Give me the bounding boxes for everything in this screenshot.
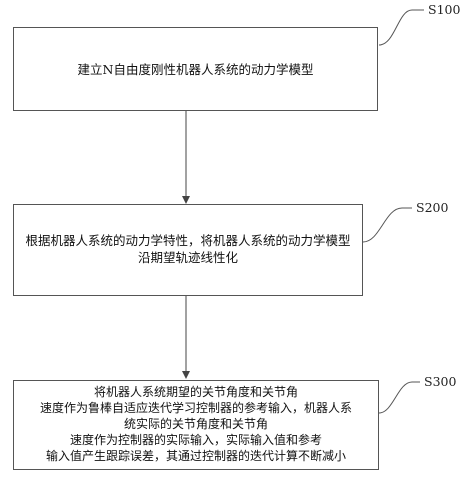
step-line: 根据机器人系统的动力学特性，将机器人系统的动力学模型 [25, 233, 351, 248]
step-line: 统实际的关节角度和关节角 [123, 417, 268, 431]
step-text-s100: 建立N自由度刚性机器人系统的动力学模型 [14, 61, 377, 78]
step-box-s200: 根据机器人系统的动力学特性，将机器人系统的动力学模型 沿期望轨迹线性化 [13, 204, 363, 296]
step-label-s100: S100 [428, 2, 461, 17]
step-text-s300: 将机器人系统期望的关节角度和关节角 速度作为鲁棒自适应迭代学习控制器的参考输入，… [14, 384, 378, 464]
step-line: 输入值产生跟踪误差，其通过控制器的迭代计算不断减小 [45, 449, 346, 463]
step-line: 速度作为鲁棒自适应迭代学习控制器的参考输入，机器人系 [39, 401, 352, 415]
step-box-s300: 将机器人系统期望的关节角度和关节角 速度作为鲁棒自适应迭代学习控制器的参考输入，… [13, 380, 379, 470]
step-line: 速度作为控制器的实际输入，实际输入值和参考 [69, 433, 322, 447]
step-line: 建立N自由度刚性机器人系统的动力学模型 [77, 62, 314, 77]
step-label-s200: S200 [416, 200, 449, 215]
leader-s100 [378, 9, 424, 46]
step-line: 沿期望轨迹线性化 [137, 250, 238, 265]
leader-s300 [378, 381, 420, 414]
step-label-s300: S300 [424, 374, 457, 389]
leader-s200 [362, 207, 412, 243]
step-text-s200: 根据机器人系统的动力学特性，将机器人系统的动力学模型 沿期望轨迹线性化 [14, 232, 362, 266]
step-box-s100: 建立N自由度刚性机器人系统的动力学模型 [13, 27, 378, 111]
step-line: 将机器人系统期望的关节角度和关节角 [93, 385, 298, 399]
